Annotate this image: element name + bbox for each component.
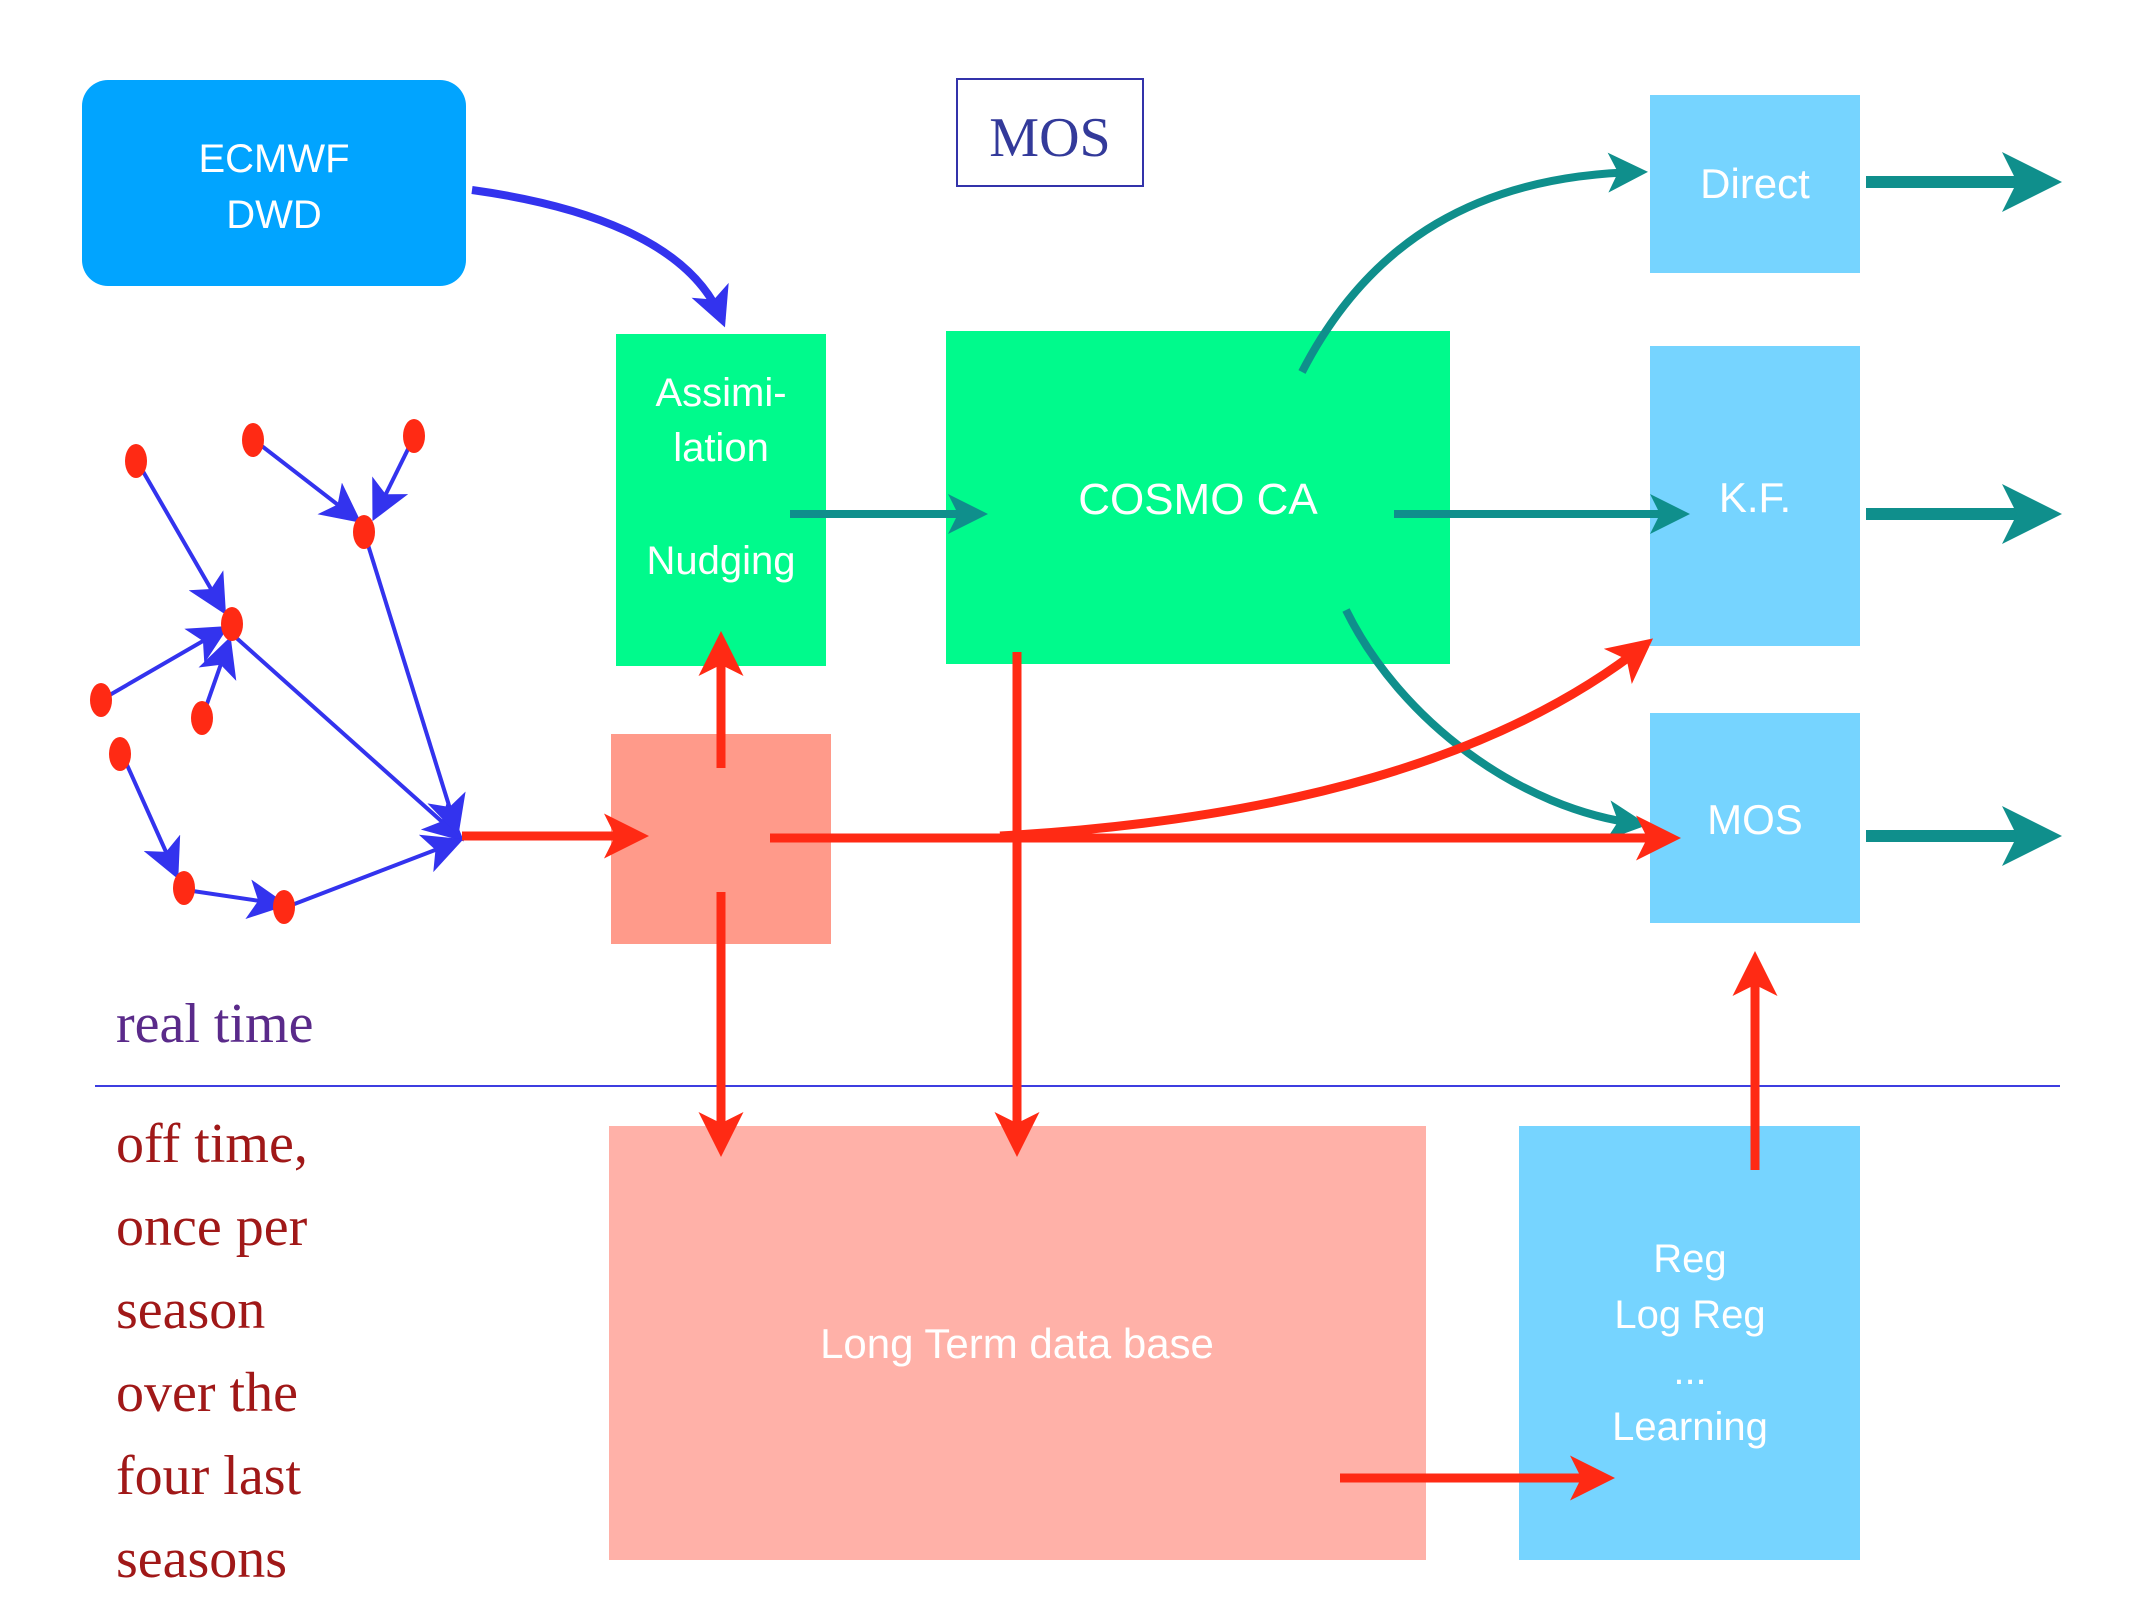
cosmo-box-label: COSMO CA	[1078, 475, 1318, 524]
offtime-label: off time, once per season over the four …	[116, 1113, 308, 1590]
offtime-label-line4: over the	[116, 1362, 298, 1424]
sources-box: ECMWF DWD	[82, 80, 466, 286]
network-arrow	[362, 531, 466, 836]
network-arrow	[135, 459, 227, 615]
station-dot	[173, 871, 195, 905]
regression-box-line1: Reg	[1653, 1237, 1726, 1281]
network-arrow	[99, 625, 229, 702]
assimilation-box: Assimi- lation Nudging	[616, 334, 826, 666]
mos-title: MOS	[956, 78, 1144, 187]
network-arrow	[252, 438, 362, 523]
mos-box-label: MOS	[1707, 796, 1803, 843]
offtime-label-line5: four last	[116, 1445, 302, 1507]
cosmo-box: COSMO CA	[946, 331, 1450, 664]
mos-box: MOS	[1650, 713, 1860, 923]
station-dot	[109, 737, 131, 771]
regression-box-line3: ...	[1673, 1349, 1706, 1393]
offtime-label-line2: once per	[116, 1196, 308, 1258]
network-arrow	[121, 755, 181, 880]
station-dot	[273, 890, 295, 924]
station-dot	[90, 683, 112, 717]
station-dots	[90, 419, 425, 924]
kf-box: K.F.	[1650, 346, 1860, 646]
station-dot	[403, 419, 425, 453]
station-dot	[353, 515, 375, 549]
network-arrow	[283, 834, 464, 910]
assimilation-box-line2: lation	[673, 426, 769, 470]
cosmo-to-direct-arrow	[1298, 152, 1648, 374]
station-dot	[125, 444, 147, 478]
regression-box: Reg Log Reg ... Learning	[1519, 1126, 1860, 1560]
sources-box-line1: ECMWF	[198, 137, 349, 181]
offtime-label-line1: off time,	[116, 1113, 308, 1175]
realtime-label: real time	[116, 993, 313, 1055]
red-flows	[462, 631, 1778, 1501]
cosmo-to-mos-arrow	[1342, 608, 1648, 841]
regression-box-line2: Log Reg	[1614, 1293, 1765, 1337]
station-network	[99, 436, 466, 920]
direct-box: Direct	[1650, 95, 1860, 273]
sources-box-line2: DWD	[226, 193, 322, 237]
regression-box-line4: Learning	[1612, 1405, 1768, 1449]
assimilation-box-line1: Assimi-	[655, 371, 786, 415]
kf-box-label: K.F.	[1719, 474, 1791, 521]
mos-title-text: MOS	[989, 107, 1110, 169]
station-dot	[242, 423, 264, 457]
database-box: Long Term data base	[609, 1126, 1426, 1560]
network-arrow	[230, 632, 464, 842]
offtime-label-line6: seasons	[116, 1528, 287, 1590]
database-box-label: Long Term data base	[820, 1320, 1214, 1367]
teal-flows	[790, 152, 2062, 866]
offtime-label-line3: season	[116, 1279, 265, 1341]
station-dot	[191, 701, 213, 735]
station-dot	[221, 607, 243, 641]
sources-to-assimilation-arrow	[471, 186, 729, 328]
network-arrow	[185, 879, 288, 920]
direct-box-label: Direct	[1700, 160, 1810, 207]
assimilation-box-line3: Nudging	[646, 539, 795, 583]
observation-to-kf-arrow	[999, 638, 1654, 841]
